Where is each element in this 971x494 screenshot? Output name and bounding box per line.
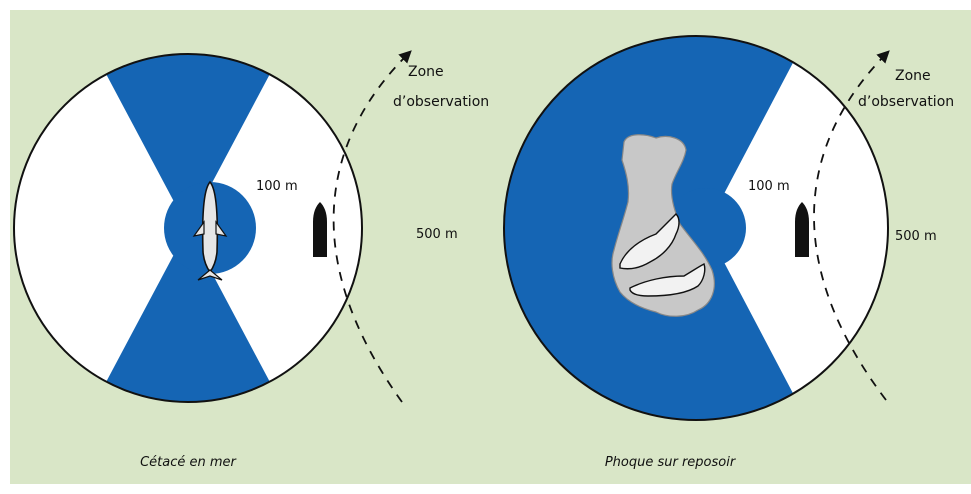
right-outer-circle-outline (503, 35, 889, 421)
left-outer-circle-outline (13, 53, 363, 403)
rock-icon (611, 134, 715, 317)
left-top-exclusion-sector (88, 54, 288, 228)
left-observation-arc (332, 50, 412, 403)
right-boat-icon (795, 202, 809, 257)
left-bottom-exclusion-sector (88, 228, 288, 402)
right-inner-radius-label: 100 m (748, 179, 790, 194)
left-boat-icon (313, 202, 327, 257)
right-panel: Zone d’observation 100 m 500 m Phoque su… (503, 35, 954, 470)
right-caption: Phoque sur reposoir (605, 455, 737, 470)
dolphin-icon (192, 180, 228, 281)
seal-icon (619, 213, 706, 297)
left-caption: Cétacé en mer (140, 455, 237, 470)
left-zone-label-line1: Zone (408, 64, 444, 80)
right-zone-label-line2: d’observation (858, 94, 954, 110)
right-observation-arc (813, 50, 890, 401)
left-panel: Zone d’observation 100 m 500 m Cétacé en… (13, 50, 489, 470)
left-outer-radius-label: 500 m (416, 227, 458, 242)
right-outer-radius-label: 500 m (895, 229, 937, 244)
right-zone-label-line1: Zone (895, 68, 931, 84)
left-zone-label-line2: d’observation (393, 94, 489, 110)
left-inner-radius-label: 100 m (256, 179, 298, 194)
